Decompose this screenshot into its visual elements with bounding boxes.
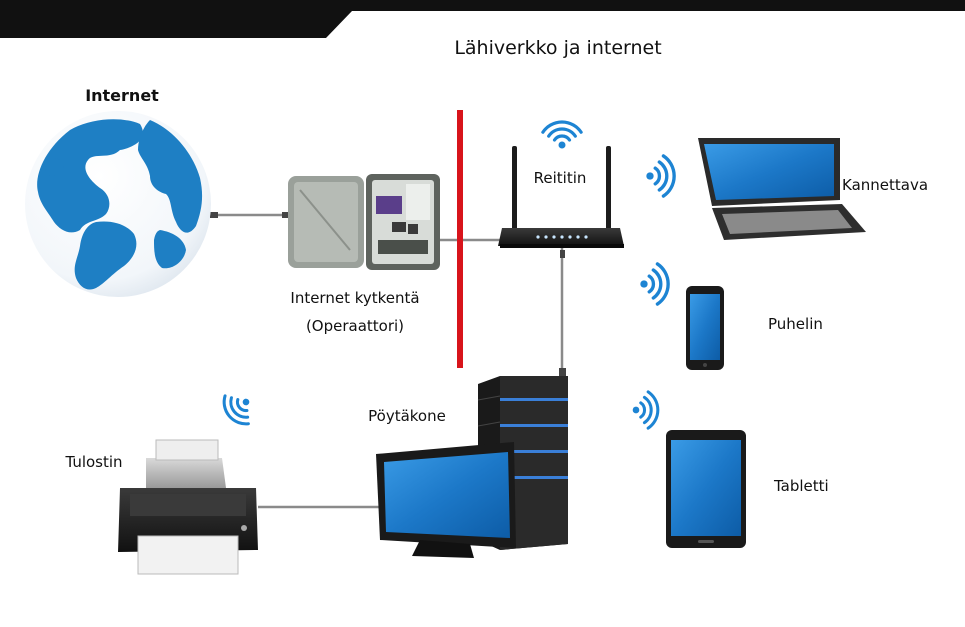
wifi-icon: [222, 394, 250, 426]
label-isp-line1: Internet kytkentä: [290, 289, 419, 307]
wifi-icon: [632, 390, 660, 430]
label-laptop: Kannettava: [842, 176, 928, 194]
label-tablet: Tabletti: [773, 477, 829, 495]
globe-icon: [25, 111, 211, 297]
network-boundary-line: [457, 110, 463, 368]
label-desktop: Pöytäkone: [368, 407, 446, 425]
cable-connector: [210, 212, 218, 218]
printer-icon: [118, 439, 258, 575]
header-bar: [0, 0, 965, 38]
cables: [212, 213, 564, 509]
wifi-icon: [541, 120, 583, 149]
label-internet: Internet: [85, 86, 159, 105]
wifi-icon: [646, 154, 676, 198]
router-icon: [498, 146, 624, 248]
label-isp-line2: (Operaattori): [306, 317, 404, 335]
cable-connector: [282, 212, 290, 218]
page-title: Lähiverkko ja internet: [454, 37, 661, 59]
cable-connector: [559, 368, 566, 378]
isp-box-icon: [288, 174, 440, 270]
tablet-icon: [666, 430, 746, 548]
label-router: Reititin: [534, 169, 587, 187]
cable-connector: [560, 250, 565, 258]
wifi-icon: [640, 262, 670, 306]
label-printer: Tulostin: [64, 453, 122, 471]
monitor-icon: [376, 442, 516, 558]
label-phone: Puhelin: [768, 315, 823, 333]
phone-icon: [686, 286, 724, 370]
laptop-icon: [698, 138, 866, 240]
desktop-tower-icon: [477, 376, 568, 550]
